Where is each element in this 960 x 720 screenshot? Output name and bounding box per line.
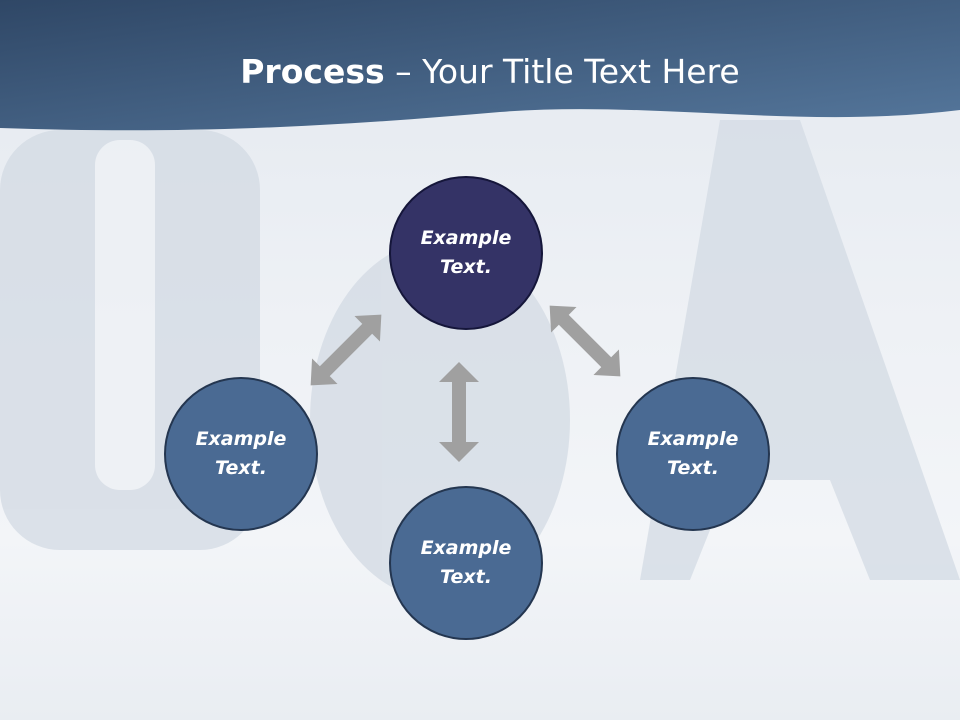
node-text: Text. [215, 457, 267, 479]
node-text: Example [420, 537, 512, 559]
title-bold: Process [240, 52, 385, 91]
title-rest: – Your Title Text Here [384, 52, 740, 91]
node-text: Example [195, 428, 287, 450]
header-band [0, 0, 960, 131]
node-text: Example [420, 227, 512, 249]
node-text: Text. [667, 457, 719, 479]
node-text: Text. [440, 566, 492, 588]
arrow-top-right [549, 305, 621, 377]
arrow-vertical [439, 362, 479, 462]
arrows [310, 305, 621, 462]
slide-title: Process – Your Title Text Here [0, 52, 960, 91]
arrow-top-left [310, 314, 382, 386]
node-text: Example [647, 428, 739, 450]
node-text: Text. [440, 256, 492, 278]
